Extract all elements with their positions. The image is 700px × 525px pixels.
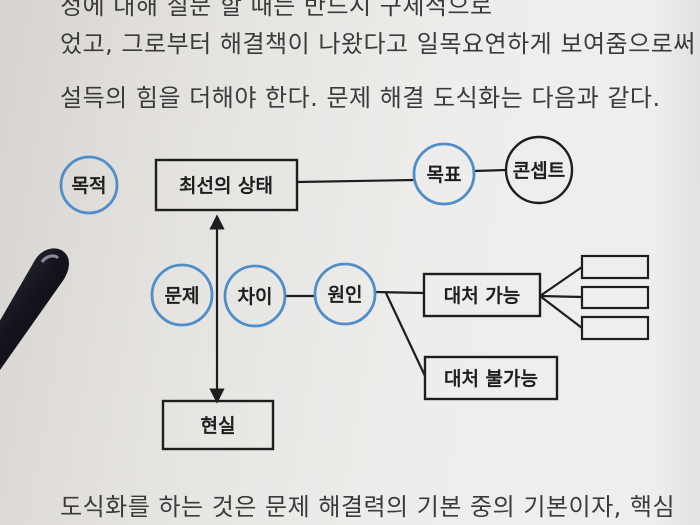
node-concept: 콘셉트 bbox=[504, 135, 574, 205]
connector-cause-actionable bbox=[375, 290, 425, 295]
blank-box-bottom bbox=[580, 315, 650, 341]
blank-box-middle bbox=[580, 285, 650, 310]
node-purpose: 목적 bbox=[59, 155, 119, 215]
connector-lines bbox=[209, 168, 583, 404]
reality-label: 현실 bbox=[201, 415, 236, 437]
node-problem: 문제 bbox=[150, 263, 214, 327]
connector-fan-top bbox=[539, 266, 583, 297]
best-state-box bbox=[154, 158, 299, 212]
node-best-state: 최선의 상태 bbox=[154, 158, 299, 212]
connector-fan-bottom bbox=[539, 295, 583, 329]
concept-circle bbox=[504, 135, 574, 205]
not-actionable-label: 대처 불가능 bbox=[444, 368, 538, 390]
body-text-line-4: 도식화를 하는 것은 문제 해결력의 기본 중의 기본이자, 핵심 bbox=[60, 493, 676, 521]
pen-body bbox=[0, 248, 69, 370]
node-gap: 차이 bbox=[223, 264, 287, 328]
purpose-label: 목적 bbox=[72, 175, 107, 197]
goal-circle bbox=[412, 142, 476, 206]
pen-tip bbox=[0, 248, 69, 370]
connector-cause-not-actionable bbox=[385, 292, 426, 377]
body-text-line-2: 었고, 그로부터 해결책이 나왔다고 일목요연하게 보여줌으로써 bbox=[60, 30, 696, 58]
blank-box-top bbox=[580, 254, 650, 280]
actionable-label: 대처 가능 bbox=[444, 285, 521, 307]
body-text-line-1: 정에 대해 질문 할 때는 반드시 구체적으로 bbox=[60, 0, 493, 20]
reality-box bbox=[161, 399, 275, 451]
node-not-actionable: 대처 불가능 bbox=[423, 355, 559, 401]
pen-highlight bbox=[40, 254, 60, 263]
goal-label: 목표 bbox=[427, 164, 462, 186]
gap-label: 차이 bbox=[238, 286, 273, 308]
connector-goal-concept bbox=[473, 168, 507, 173]
cause-label: 원인 bbox=[328, 284, 363, 306]
node-goal: 목표 bbox=[412, 142, 476, 206]
problem-circle bbox=[150, 263, 214, 327]
connector-best-state-goal bbox=[296, 178, 415, 184]
problem-label: 문제 bbox=[165, 285, 200, 307]
cause-circle bbox=[313, 262, 377, 326]
best-state-label: 최선의 상태 bbox=[179, 175, 273, 197]
connector-fan-middle bbox=[539, 294, 583, 299]
gap-circle bbox=[223, 264, 287, 328]
node-actionable: 대처 가능 bbox=[422, 272, 542, 318]
concept-label: 콘셉트 bbox=[513, 160, 565, 182]
body-text-line-3: 설득의 힘을 더해야 한다. 문제 해결 도식화는 다음과 같다. bbox=[60, 84, 661, 112]
node-reality: 현실 bbox=[161, 399, 275, 451]
actionable-box bbox=[422, 272, 542, 318]
node-cause: 원인 bbox=[313, 262, 377, 326]
purpose-circle bbox=[59, 155, 119, 215]
not-actionable-box bbox=[423, 355, 559, 401]
page-shadow bbox=[650, 0, 700, 525]
